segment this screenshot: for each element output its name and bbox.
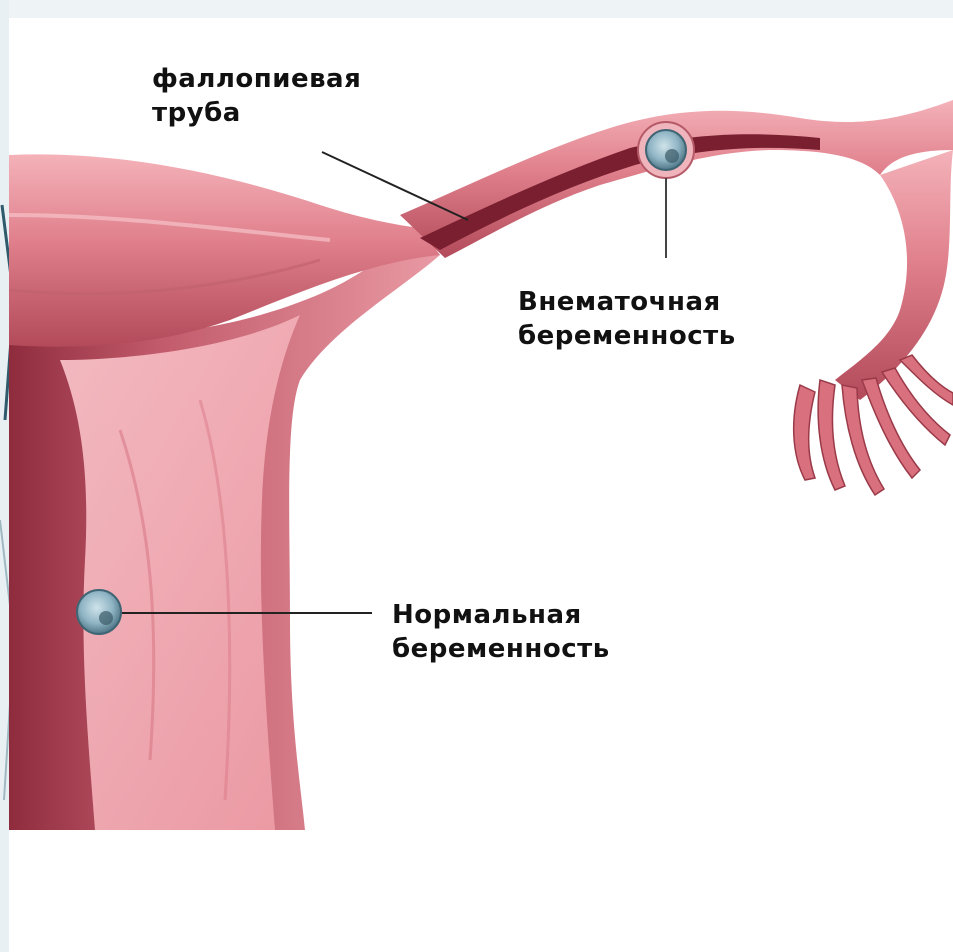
fallopian-tube-label-line2: труба bbox=[152, 96, 361, 130]
ectopic-pregnancy-label-line1: Внематочная bbox=[518, 285, 736, 319]
fallopian-tube-label: фаллопиевая труба bbox=[152, 62, 361, 130]
normal-pregnancy-label-line1: Нормальная bbox=[392, 598, 610, 632]
normal-pregnancy-label-line2: беременность bbox=[392, 632, 610, 666]
left-frame-bar bbox=[0, 0, 9, 952]
tube-leader-line bbox=[322, 152, 468, 220]
broad-ligament bbox=[9, 154, 440, 346]
fallopian-tube-label-line1: фаллопиевая bbox=[152, 62, 361, 96]
normal-pregnancy-label: Нормальная беременность bbox=[392, 598, 610, 666]
normal-embryo-core bbox=[99, 611, 113, 625]
ectopic-pregnancy-label-line2: беременность bbox=[518, 319, 736, 353]
fimbriae-arm bbox=[835, 150, 953, 400]
ectopic-pregnancy-label: Внематочная беременность bbox=[518, 285, 736, 353]
ectopic-embryo-icon bbox=[646, 130, 686, 170]
ectopic-embryo-core bbox=[665, 149, 679, 163]
normal-embryo-icon bbox=[77, 590, 121, 634]
